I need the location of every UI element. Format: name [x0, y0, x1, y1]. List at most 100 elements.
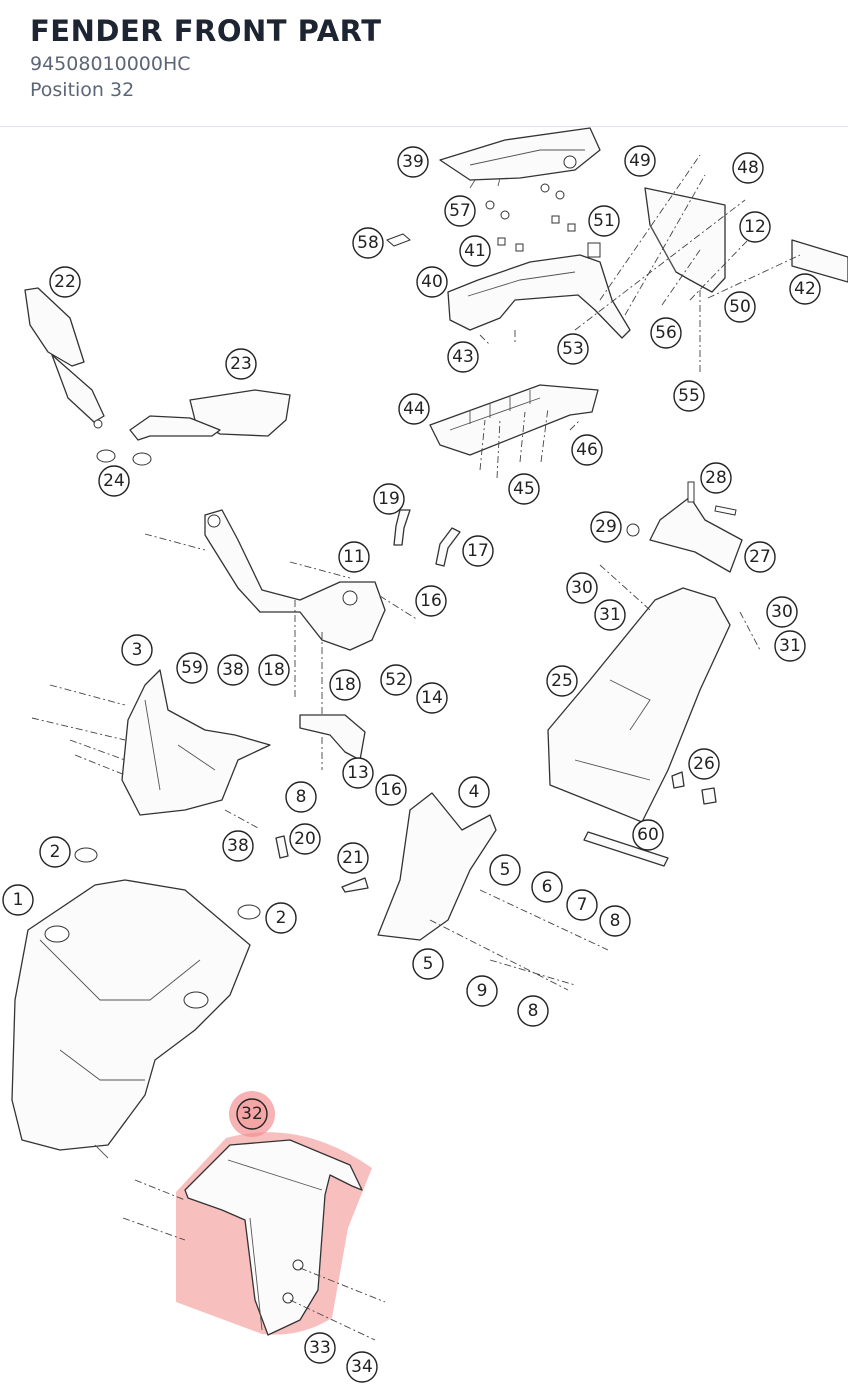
position-label-11[interactable]: 11: [338, 541, 370, 573]
position-label-7[interactable]: 7: [566, 889, 598, 921]
position-label-30[interactable]: 30: [566, 572, 598, 604]
position-label-31[interactable]: 31: [774, 630, 806, 662]
position-label-53[interactable]: 53: [557, 333, 589, 365]
label-text: 56: [655, 323, 677, 343]
position-label-40[interactable]: 40: [416, 266, 448, 298]
position-label-43[interactable]: 43: [447, 341, 479, 373]
label-text: 13: [347, 763, 369, 783]
label-text: 8: [610, 911, 621, 931]
label-circle: [774, 630, 806, 662]
position-label-2[interactable]: 2: [265, 902, 297, 934]
position-label-21[interactable]: 21: [337, 842, 369, 874]
position-label-6[interactable]: 6: [531, 871, 563, 903]
position-label-8[interactable]: 8: [517, 995, 549, 1027]
label-circle: [415, 585, 447, 617]
part-40-drawing: [447, 242, 631, 339]
label-text: 21: [342, 848, 364, 868]
position-label-58[interactable]: 58: [352, 227, 384, 259]
part-number: 94508010000HC: [30, 53, 191, 75]
position-label-8[interactable]: 8: [285, 781, 317, 813]
position-label-51[interactable]: 51: [588, 205, 620, 237]
position-label-24[interactable]: 24: [98, 465, 130, 497]
position-label-33[interactable]: 33: [304, 1332, 336, 1364]
label-circle: [673, 380, 705, 412]
position-label-4[interactable]: 4: [458, 776, 490, 808]
position-label-13[interactable]: 13: [342, 757, 374, 789]
position-label-17[interactable]: 17: [462, 535, 494, 567]
position-label-16[interactable]: 16: [375, 774, 407, 806]
label-circle: [338, 541, 370, 573]
position-label-16[interactable]: 16: [415, 585, 447, 617]
position-label-60[interactable]: 60: [632, 819, 664, 851]
position-label-1[interactable]: 1: [2, 884, 34, 916]
label-text: 52: [385, 670, 407, 690]
position-label-5[interactable]: 5: [489, 854, 521, 886]
position-label-27[interactable]: 27: [744, 541, 776, 573]
position-label-52[interactable]: 52: [380, 664, 412, 696]
position-label: Position 32: [30, 79, 135, 101]
position-label-48[interactable]: 48: [732, 152, 764, 184]
part-22-drawing: [24, 287, 105, 429]
position-label-23[interactable]: 23: [225, 348, 257, 380]
part-60-drawing: [583, 831, 669, 867]
label-circle: [447, 341, 479, 373]
position-label-9[interactable]: 9: [466, 975, 498, 1007]
label-text: 2: [50, 842, 61, 862]
part-4-drawing: [377, 792, 609, 991]
label-text: 8: [296, 787, 307, 807]
position-label-32[interactable]: 32: [229, 1091, 275, 1137]
position-label-2[interactable]: 2: [39, 836, 71, 868]
position-label-31[interactable]: 31: [594, 599, 626, 631]
position-label-45[interactable]: 45: [508, 473, 540, 505]
position-label-55[interactable]: 55: [673, 380, 705, 412]
position-label-25[interactable]: 25: [546, 665, 578, 697]
position-label-41[interactable]: 41: [459, 235, 491, 267]
label-circle: [49, 266, 81, 298]
part-17-drawing: [435, 527, 461, 567]
position-label-29[interactable]: 29: [590, 511, 622, 543]
position-label-14[interactable]: 14: [416, 682, 448, 714]
label-circle: [459, 235, 491, 267]
position-label-8[interactable]: 8: [599, 905, 631, 937]
label-circle: [258, 654, 290, 686]
position-label-46[interactable]: 46: [571, 434, 603, 466]
label-circle: [632, 819, 664, 851]
label-circle: [416, 266, 448, 298]
position-label-12[interactable]: 12: [739, 211, 771, 243]
position-label-38[interactable]: 38: [217, 654, 249, 686]
position-label-19[interactable]: 19: [373, 483, 405, 515]
label-text: 49: [629, 151, 651, 171]
label-text: 38: [222, 660, 244, 680]
position-label-56[interactable]: 56: [650, 317, 682, 349]
position-label-30[interactable]: 30: [766, 596, 798, 628]
label-text: 59: [181, 658, 203, 678]
exploded-parts-diagram: 1223455678889111213141616171818192021222…: [2, 127, 848, 1383]
position-label-20[interactable]: 20: [289, 823, 321, 855]
position-label-44[interactable]: 44: [398, 393, 430, 425]
label-text: 20: [294, 829, 316, 849]
position-label-18[interactable]: 18: [329, 669, 361, 701]
position-label-42[interactable]: 42: [789, 273, 821, 305]
label-circle: [588, 205, 620, 237]
label-circle: [412, 948, 444, 980]
label-text: 19: [378, 489, 400, 509]
position-label-3[interactable]: 3: [121, 634, 153, 666]
position-label-34[interactable]: 34: [346, 1351, 378, 1383]
position-label-26[interactable]: 26: [688, 748, 720, 780]
position-label-5[interactable]: 5: [412, 948, 444, 980]
label-circle: [458, 776, 490, 808]
label-circle: [732, 152, 764, 184]
position-label-22[interactable]: 22: [49, 266, 81, 298]
position-label-49[interactable]: 49: [624, 145, 656, 177]
position-label-39[interactable]: 39: [397, 146, 429, 178]
part-drawings: [11, 127, 848, 1341]
part-21-drawing: [341, 877, 369, 893]
position-label-59[interactable]: 59: [176, 652, 208, 684]
position-label-57[interactable]: 57: [444, 195, 476, 227]
label-text: 45: [513, 479, 535, 499]
position-label-28[interactable]: 28: [700, 462, 732, 494]
position-label-18[interactable]: 18: [258, 654, 290, 686]
position-label-50[interactable]: 50: [724, 291, 756, 323]
label-circle: [517, 995, 549, 1027]
position-label-38[interactable]: 38: [222, 830, 254, 862]
